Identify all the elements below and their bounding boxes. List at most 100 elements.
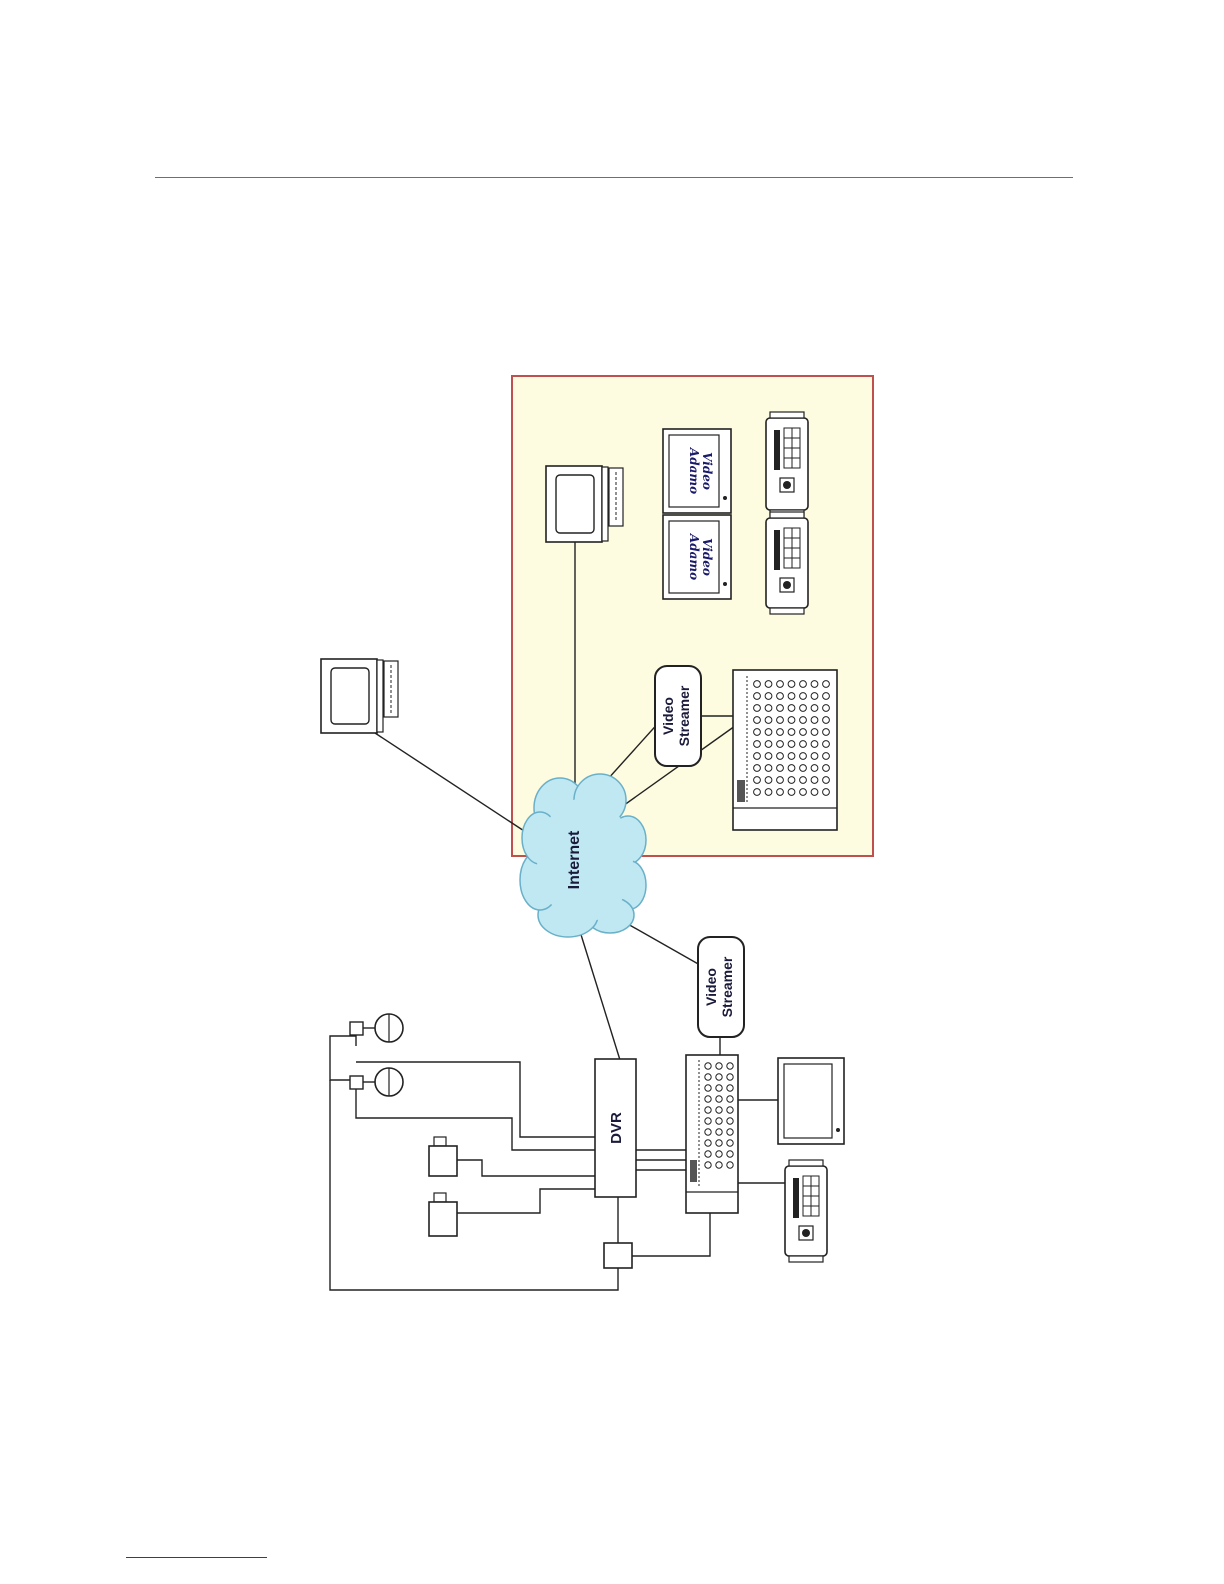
junction-box <box>604 1243 632 1268</box>
connector-jack <box>754 729 761 736</box>
connector-jack <box>727 1107 733 1113</box>
connector-jack <box>811 753 818 760</box>
connector-jack <box>727 1074 733 1080</box>
connector-jack <box>765 705 772 712</box>
connector-jack <box>788 705 795 712</box>
connector-jack <box>705 1129 711 1135</box>
keyboard-icon <box>384 661 398 717</box>
matrix-switcher-icon <box>733 670 837 830</box>
matrix-switcher-icon <box>686 1055 738 1213</box>
connector-jack <box>823 777 830 784</box>
cctv-monitor-icon: Adamo Video <box>663 515 731 599</box>
connector-jack <box>777 729 784 736</box>
connector-jack <box>754 753 761 760</box>
connector-jack <box>777 741 784 748</box>
connector-jack <box>788 777 795 784</box>
control-keyboard-icon <box>785 1160 827 1262</box>
connector-jack <box>788 765 795 772</box>
connector-jack <box>716 1129 722 1135</box>
connector-jack <box>727 1085 733 1091</box>
connector-jack <box>823 765 830 772</box>
connector-jack <box>765 717 772 724</box>
connector-jack <box>705 1107 711 1113</box>
connector-jack <box>823 717 830 724</box>
dome-camera-icon <box>350 1014 403 1042</box>
remote-computer-left <box>321 659 398 733</box>
connector-jack <box>823 729 830 736</box>
connector-jack <box>788 789 795 796</box>
connector-jack <box>788 753 795 760</box>
connector-jack <box>705 1085 711 1091</box>
connector-jack <box>705 1096 711 1102</box>
streamer-upper-line2: Streamer <box>676 685 692 746</box>
video-streamer-upper: Video Streamer <box>655 666 701 766</box>
connector-jack <box>800 681 807 688</box>
connector-jack <box>765 741 772 748</box>
connector-jack <box>800 741 807 748</box>
connector-jack <box>727 1162 733 1168</box>
connector-jack <box>823 789 830 796</box>
monitor-brand-1: Adamo <box>687 447 701 494</box>
connector-jack <box>705 1074 711 1080</box>
connector-jack <box>811 681 818 688</box>
connector-jack <box>777 693 784 700</box>
connector-jack <box>705 1063 711 1069</box>
connector-jack <box>811 789 818 796</box>
streamer-lower-line2: Streamer <box>719 956 735 1017</box>
box-camera-icon <box>429 1193 457 1236</box>
connector-jack <box>705 1118 711 1124</box>
connector-jack <box>800 765 807 772</box>
connector-jack <box>754 717 761 724</box>
connector-jack <box>765 765 772 772</box>
connector-jack <box>811 729 818 736</box>
connector-jack <box>777 681 784 688</box>
local-monitor <box>778 1058 844 1144</box>
connector-jack <box>716 1140 722 1146</box>
dvr-unit: DVR <box>595 1059 636 1197</box>
connector-jack <box>705 1140 711 1146</box>
connector-jack <box>800 729 807 736</box>
connector-jack <box>765 789 772 796</box>
connector-jack <box>800 717 807 724</box>
streamer-upper-line1: Video <box>660 697 676 735</box>
connector-jack <box>823 693 830 700</box>
connector-jack <box>800 693 807 700</box>
connector-jack <box>705 1151 711 1157</box>
connector-jack <box>765 681 772 688</box>
connector-jack <box>788 717 795 724</box>
connector-jack <box>716 1151 722 1157</box>
dvr-label: DVR <box>608 1112 625 1144</box>
internet-label: Internet <box>566 830 583 889</box>
connector-jack <box>765 693 772 700</box>
connector-jack <box>765 729 772 736</box>
connector-jack <box>754 777 761 784</box>
cctv-monitor-icon: Adamo Video <box>663 429 731 513</box>
connector-jack <box>727 1096 733 1102</box>
connector-jack <box>823 753 830 760</box>
connector-jack <box>777 765 784 772</box>
connector-jack <box>777 705 784 712</box>
connector-jack <box>754 693 761 700</box>
connector-jack <box>716 1074 722 1080</box>
connector-jack <box>754 705 761 712</box>
connector-jack <box>823 705 830 712</box>
dome-camera-icon <box>350 1068 403 1096</box>
connector-jack <box>777 777 784 784</box>
connector-jack <box>727 1118 733 1124</box>
connector-jack <box>716 1118 722 1124</box>
connector-jack <box>754 741 761 748</box>
connector-jack <box>727 1129 733 1135</box>
streamer-lower-line1: Video <box>703 968 719 1006</box>
connector-jack <box>800 753 807 760</box>
connector-jack <box>716 1107 722 1113</box>
connector-jack <box>811 741 818 748</box>
connector-jack <box>754 765 761 772</box>
connector-jack <box>811 705 818 712</box>
connector-jack <box>727 1151 733 1157</box>
connector-jack <box>754 681 761 688</box>
connector-jack <box>800 789 807 796</box>
connector-jack <box>823 741 830 748</box>
connector-jack <box>765 753 772 760</box>
control-keyboard-icon <box>766 512 808 614</box>
